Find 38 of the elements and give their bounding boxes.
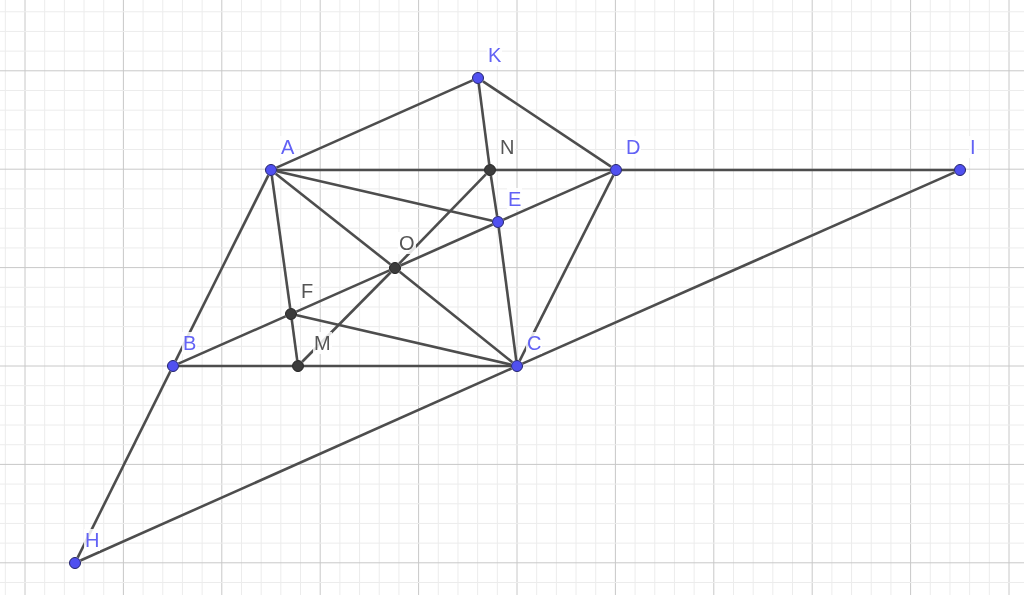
- line-segment: [489, 175, 499, 217]
- line-segment: [497, 227, 518, 361]
- line-segment: [502, 171, 612, 221]
- line-segment: [290, 319, 299, 361]
- point-label: C: [526, 332, 543, 354]
- line-segment: [174, 174, 270, 362]
- line-segment: [275, 79, 474, 169]
- line-segment: [276, 170, 493, 222]
- point-label: I: [969, 136, 977, 158]
- line-segment: [398, 270, 514, 364]
- line-segment: [301, 271, 392, 363]
- point-label: A: [280, 136, 296, 158]
- point-label: K: [487, 44, 503, 66]
- line-segment: [518, 174, 615, 362]
- line-segment: [179, 364, 292, 368]
- line-segment: [398, 173, 487, 265]
- line-segment: [177, 315, 287, 365]
- line-segment: [76, 370, 172, 559]
- line-segment: [79, 367, 513, 562]
- line-segment: [274, 172, 392, 266]
- line-segment: [296, 314, 512, 366]
- line-segment: [521, 171, 956, 365]
- point-label: D: [625, 136, 642, 158]
- point-label: M: [313, 332, 332, 354]
- point-label: B: [182, 332, 198, 354]
- line-segment: [399, 223, 494, 267]
- line-segment: [496, 168, 610, 172]
- point-label: E: [507, 188, 523, 210]
- line-segment: [295, 269, 391, 313]
- point-label: H: [84, 529, 101, 551]
- line-segment: [622, 168, 954, 172]
- line-segment: [277, 168, 484, 172]
- line-segment: [304, 364, 511, 368]
- line-segment: [477, 83, 491, 165]
- line-segment: [482, 80, 612, 168]
- point-label: F: [300, 280, 315, 302]
- point-label: O: [398, 232, 416, 254]
- line-segment: [270, 175, 292, 309]
